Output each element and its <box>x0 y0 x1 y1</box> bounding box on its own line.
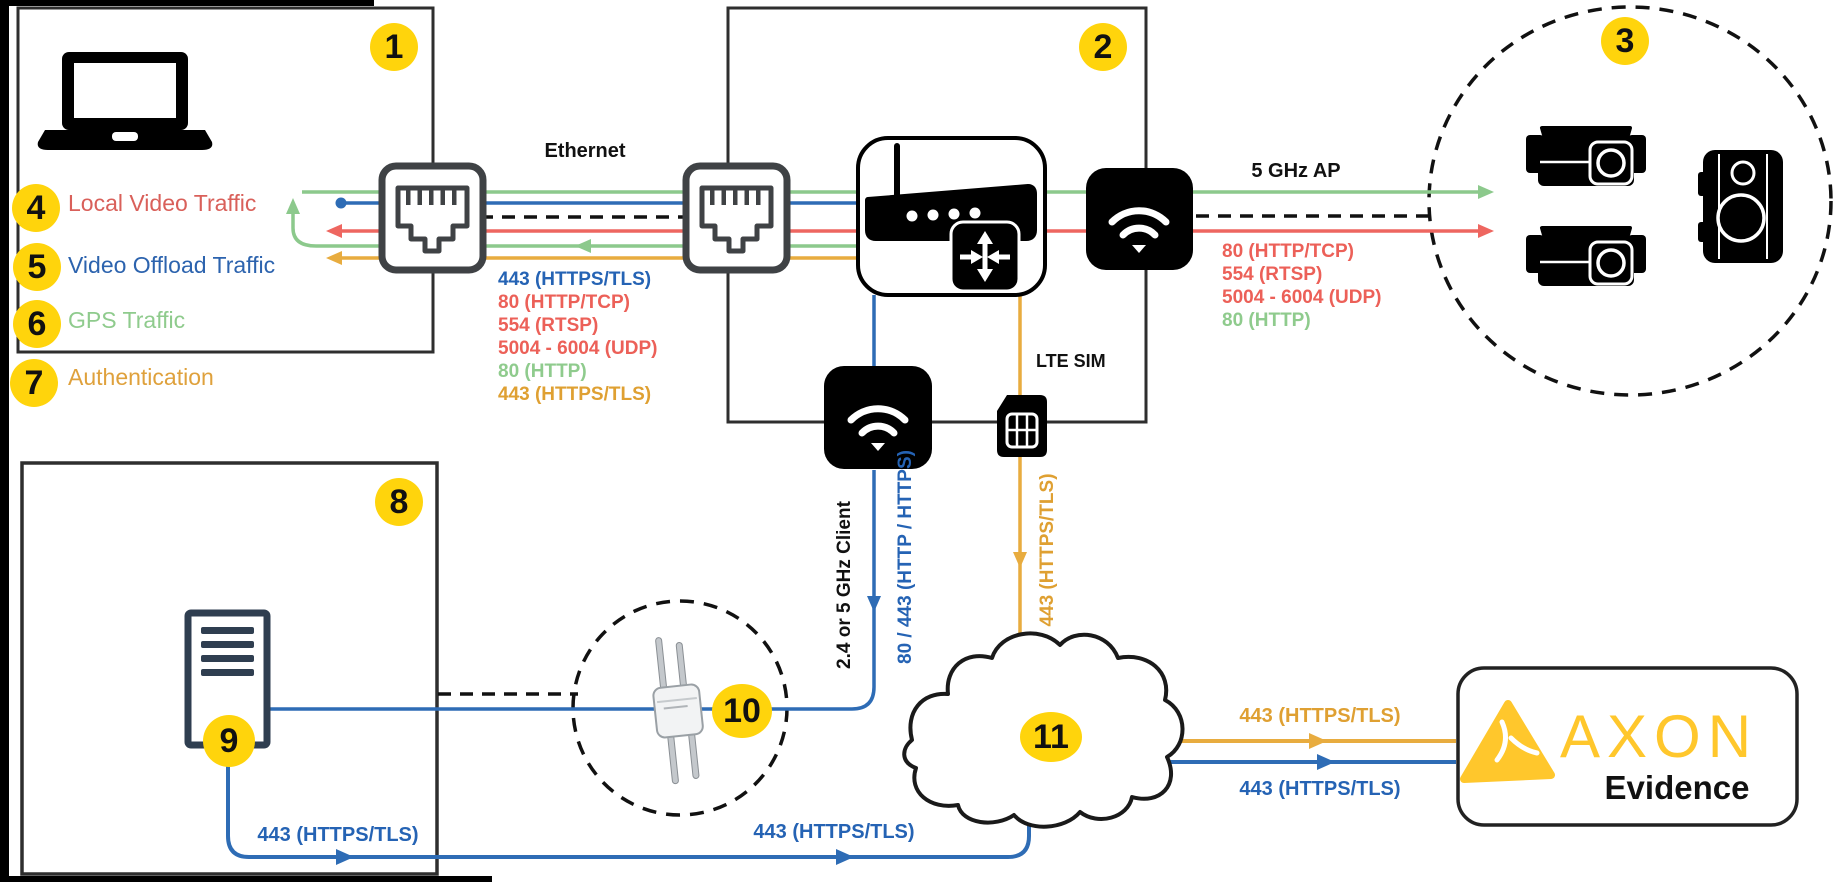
body-camera-icon <box>1698 150 1783 263</box>
badge-5: 5 <box>13 243 61 291</box>
badge-2: 2 <box>1079 23 1127 71</box>
badge-4: 4 <box>12 184 60 232</box>
badge-10: 10 <box>712 684 772 738</box>
laptop-icon <box>37 52 213 150</box>
badge-9: 9 <box>203 715 255 767</box>
legend-authentication: Authentication <box>68 364 214 390</box>
badge-8: 8 <box>375 478 423 526</box>
badge-6: 6 <box>13 300 61 348</box>
ethernet-port-icon-2 <box>682 162 791 274</box>
lte-sim-label: LTE SIM <box>1036 351 1106 371</box>
ethernet-port-icon-1 <box>378 162 487 274</box>
wifi-client-mode-label: 2.4 or 5 GHz Client <box>834 501 855 669</box>
server-link-label-2: 443 (HTTPS/TLS) <box>753 821 915 843</box>
sim-card-icon <box>997 395 1047 457</box>
dash-camera-icon-1 <box>1526 126 1646 186</box>
outdoor-ap-device-icon <box>652 637 704 785</box>
legend-video-offload-traffic: Video Offload Traffic <box>68 252 276 278</box>
wifi-client-port-label: 80 / 443 (HTTP / HTTPS) <box>895 450 916 664</box>
port-item: 80 (HTTP/TCP) <box>498 292 630 313</box>
axon-brand-text: AXON <box>1560 703 1759 770</box>
port-item: 5004 - 6004 (UDP) <box>1222 287 1382 308</box>
port-item: 443 (HTTPS/TLS) <box>498 269 652 290</box>
five-ghz-ap-label: 5 GHz AP <box>1251 160 1341 182</box>
port-item: 554 (RTSP) <box>498 315 599 336</box>
legend-gps-traffic: GPS Traffic <box>68 307 186 333</box>
scan-artifact-bars <box>0 0 492 882</box>
port-item: 5004 - 6004 (UDP) <box>498 338 658 359</box>
axon-delta-logo-icon <box>1460 700 1555 783</box>
server-icon <box>184 609 271 749</box>
camera-wireless-zone-circle <box>1427 5 1833 397</box>
cloud-axon-link-label-bottom: 443 (HTTPS/TLS) <box>1239 778 1401 800</box>
port-item: 80 (HTTP) <box>1222 310 1311 331</box>
port-item: 443 (HTTPS/TLS) <box>498 384 652 405</box>
router-icon <box>856 136 1047 297</box>
port-item: 80 (HTTP) <box>498 361 587 382</box>
cloud-axon-link-label-top: 443 (HTTPS/TLS) <box>1239 705 1401 727</box>
port-item: 80 (HTTP/TCP) <box>1222 241 1354 262</box>
ap-port-list: 80 (HTTP/TCP) 554 (RTSP) 5004 - 6004 (UD… <box>1222 240 1381 332</box>
ethernet-label: Ethernet <box>544 140 626 162</box>
wifi-ap-icon <box>1086 168 1193 270</box>
dash-camera-icon-2 <box>1526 226 1646 286</box>
port-item: 554 (RTSP) <box>1222 264 1323 285</box>
axon-product-text: Evidence <box>1604 769 1750 806</box>
badge-7: 7 <box>10 359 58 407</box>
badge-1: 1 <box>370 23 418 71</box>
badge-3: 3 <box>1601 17 1649 65</box>
server-link-label-1: 443 (HTTPS/TLS) <box>257 824 419 846</box>
badge-11: 11 <box>1020 712 1082 762</box>
ethernet-port-list: 443 (HTTPS/TLS) 80 (HTTP/TCP) 554 (RTSP)… <box>498 268 657 406</box>
routing-symbol-icon <box>949 220 1021 293</box>
station-zone-box <box>20 461 439 876</box>
axon-evidence-box <box>1456 666 1799 827</box>
lte-port-label: 443 (HTTPS/TLS) <box>1037 473 1058 627</box>
legend-local-video-traffic: Local Video Traffic <box>68 190 257 216</box>
wifi-client-icon <box>824 366 932 469</box>
